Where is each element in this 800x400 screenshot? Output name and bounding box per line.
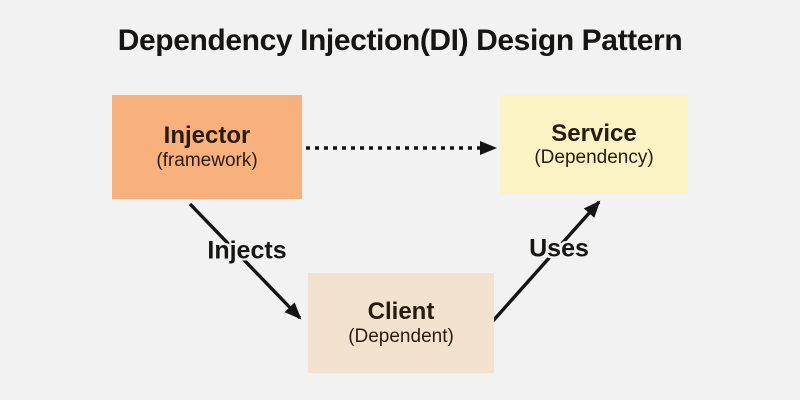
edge-label-uses: Uses: [529, 234, 589, 263]
node-service-sublabel: (Dependency): [534, 147, 654, 169]
arrow-client-to-service: [490, 200, 601, 324]
node-injector-label: Injector: [163, 122, 251, 150]
node-client-sublabel: (Dependent): [348, 325, 454, 347]
node-service: Service (Dependency): [500, 95, 688, 194]
page-title: Dependency Injection(DI) Design Pattern: [117, 24, 683, 57]
node-injector-sublabel: (framework): [156, 149, 258, 171]
node-client-label: Client: [367, 298, 435, 326]
edge-label-injects: Injects: [207, 236, 287, 265]
node-service-label: Service: [551, 119, 637, 147]
node-client: Client (Dependent): [308, 273, 494, 373]
arrow-injector-to-client: [188, 202, 302, 320]
node-injector: Injector (framework): [112, 95, 302, 199]
